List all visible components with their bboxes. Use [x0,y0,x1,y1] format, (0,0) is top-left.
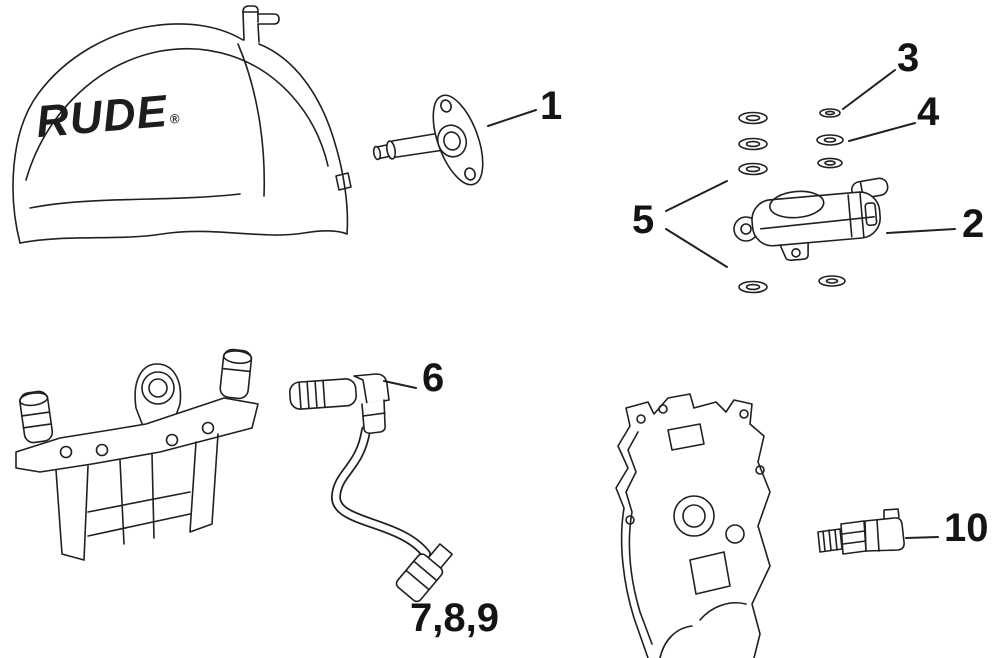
washer-drawing [817,157,843,169]
callout-7-8-9[interactable]: 7,8,9 [410,596,499,640]
washer-drawing [738,280,768,294]
sensor-cable-part-6-drawing [288,373,453,603]
leader-line-5b [665,228,728,268]
leader-line-10 [905,536,939,539]
callout-4[interactable]: 4 [917,90,940,134]
leader-line-2 [886,228,956,234]
position-sensor-part-2-drawing [733,177,889,262]
callout-3[interactable]: 3 [897,36,920,80]
leader-line-1 [487,109,537,127]
callout-5[interactable]: 5 [632,198,655,242]
washer-drawing [738,111,768,125]
engine-cover-drawing [615,393,771,658]
callout-6[interactable]: 6 [422,356,445,400]
washer-drawing [818,275,846,287]
washer-drawing [738,137,768,151]
mounting-bracket-drawing [15,348,259,561]
leader-line-3 [842,69,896,110]
leader-line-4 [848,122,916,142]
temp-sensor-part-1-drawing [372,94,484,186]
callout-10[interactable]: 10 [944,506,989,550]
seal-washer-stack-drawing [738,108,846,294]
washer-drawing [816,134,844,146]
engine-cowl-drawing [12,5,352,244]
o-ring-drawing [819,108,841,118]
leader-line-6 [383,380,417,389]
registered-trademark-icon: ® [169,110,182,127]
brand-logo-word: RUDE [34,84,170,148]
leader-lines [383,69,956,539]
pressure-switch-part-10-drawing [817,508,905,555]
leader-line-5a [665,180,728,212]
washer-drawing [738,162,768,176]
callout-2[interactable]: 2 [962,202,985,246]
callout-1[interactable]: 1 [540,84,563,128]
